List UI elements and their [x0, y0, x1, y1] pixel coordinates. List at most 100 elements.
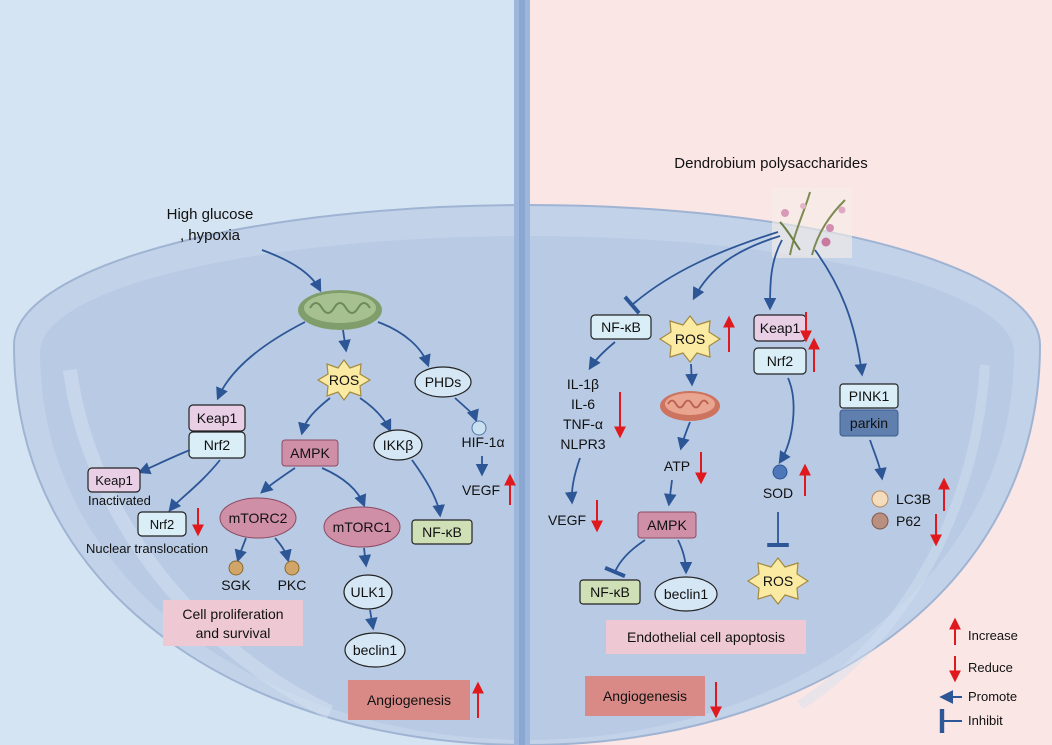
angiogenesis-left-label: Angiogenesis	[367, 692, 451, 708]
nfkb-green-label: NF-κB	[590, 584, 630, 600]
nlpr3-label: NLPR3	[560, 436, 605, 452]
ampk-label: AMPK	[290, 445, 330, 461]
pkc-label: PKC	[278, 577, 307, 593]
nfkb-right-box	[590, 314, 652, 340]
arrow-mito-atp	[677, 421, 691, 451]
vegf-label: VEGF	[462, 482, 500, 498]
ikkb-label: IKKβ	[383, 437, 414, 453]
arrow-nrf2-keap1-inactive	[137, 449, 191, 475]
beclin1-right-node	[654, 576, 718, 612]
cell-proliferation-label: Cell proliferation	[182, 606, 283, 622]
inhibit-plant-nfkb	[623, 231, 779, 315]
mitochondrion-red-icon	[660, 391, 720, 421]
legend-promote-label: Promote	[968, 689, 1017, 704]
parkin-box	[839, 409, 899, 437]
keap1-label: Keap1	[197, 410, 238, 426]
cell-proliferation-label-line2: and survival	[196, 625, 271, 641]
ulk1-label: ULK1	[350, 584, 385, 600]
left-panel: High glucose , hypoxia Keap1 Nrf2 Keap1 …	[86, 206, 516, 720]
hif-dot	[471, 420, 487, 436]
arrow-ampk-mtorc1	[321, 467, 367, 508]
cell-proliferation-box	[163, 600, 303, 646]
nrf2-box	[188, 431, 246, 459]
legend: Increase Reduce Promote Inhibit	[939, 617, 1018, 733]
ros-star-icon	[316, 359, 372, 401]
keap1-inactive-label: Keap1	[95, 473, 133, 488]
inactivated-label: Inactivated	[88, 493, 151, 508]
nfkb-right-label: NF-κB	[601, 319, 641, 335]
right-panel: Dendrobium polysaccharides NF-κB IL-1β I…	[548, 155, 950, 719]
ikkb-node	[373, 429, 423, 461]
p62-label: P62	[896, 513, 921, 529]
endothelial-apoptosis-box	[606, 620, 806, 654]
mtorc1-node	[323, 506, 401, 548]
ros-inhibited-star-icon	[746, 557, 810, 605]
arrow-nrf2-nuclear	[168, 459, 221, 512]
p62-dot	[871, 512, 889, 530]
arrow-plant-ros	[692, 235, 781, 301]
nrf2-right-label: Nrf2	[767, 353, 794, 369]
nfkb-label: NF-κB	[422, 524, 462, 540]
arrow-ampk-mtorc2	[260, 467, 296, 494]
nrf2-right-box	[753, 347, 807, 375]
arrow-mtorc2-sgk	[234, 537, 247, 563]
nrf2-nuclear-label: Nrf2	[150, 517, 175, 532]
arrow-atp-ampk	[663, 479, 677, 507]
keap1-box	[188, 404, 246, 432]
arrow-nfkb-cytokines	[588, 341, 616, 371]
cell-shine-right	[797, 364, 990, 710]
right-title: Dendrobium polysaccharides	[674, 155, 867, 172]
arrow-nrf2-sod	[778, 377, 795, 465]
il6-label: IL-6	[571, 396, 595, 412]
beclin1-node	[344, 632, 406, 668]
stimulus-label: High glucose	[167, 206, 254, 223]
beclin1-label: beclin1	[353, 642, 398, 658]
arrow-plant-pink1	[814, 249, 867, 377]
nrf2-nuclear-box	[137, 511, 187, 537]
legend-reduce-label: Reduce	[968, 660, 1013, 675]
dendrobium-plant-icon	[772, 188, 852, 258]
arrow-mito-ros	[338, 329, 351, 353]
phds-node	[414, 366, 472, 398]
mtorc2-label: mTORC2	[229, 510, 288, 526]
parkin-label: parkin	[850, 415, 888, 431]
ulk1-node	[343, 574, 393, 610]
arrow-ros-ampk	[298, 397, 331, 436]
legend-increase-label: Increase	[968, 628, 1018, 643]
cell-shine	[63, 369, 334, 719]
stimulus-label-line2: , hypoxia	[180, 227, 241, 244]
arrow-ros-ikkb	[359, 397, 392, 433]
endothelial-apoptosis-label: Endothelial cell apoptosis	[627, 629, 785, 645]
mitochondrion-icon	[298, 290, 382, 330]
keap1-inactive-box	[87, 467, 141, 493]
arrow-parkin-lc3b	[869, 439, 887, 481]
keap1-right-label: Keap1	[760, 320, 801, 336]
ampk-right-box	[637, 511, 697, 539]
arrow-cytokines-vegf	[564, 457, 581, 505]
arrow-ulk1-beclin1	[365, 609, 378, 631]
ros-inhibited-label: ROS	[763, 573, 793, 589]
arrow-ampk-beclin1	[677, 539, 693, 575]
angiogenesis-right-label: Angiogenesis	[603, 688, 687, 704]
atp-label: ATP	[664, 458, 690, 474]
sgk-label: SGK	[221, 577, 251, 593]
inhibit-ampk-nfkb	[604, 539, 646, 578]
ros-right-star-icon	[658, 315, 722, 363]
hif1a-label: HIF-1α	[461, 434, 504, 450]
vegf-right-label: VEGF	[548, 512, 586, 528]
angiogenesis-right-box	[585, 676, 705, 716]
ros-right-label: ROS	[675, 331, 705, 347]
mtorc2-node	[219, 497, 297, 539]
nuclear-translocation-label: Nuclear translocation	[86, 541, 208, 556]
mtorc1-label: mTORC1	[333, 519, 392, 535]
pink1-label: PINK1	[849, 388, 890, 404]
nfkb-green-box	[579, 579, 641, 605]
sod-label: SOD	[763, 485, 793, 501]
ros-label: ROS	[329, 372, 359, 388]
tnfa-label: TNF-α	[563, 416, 603, 432]
pkc-node	[284, 560, 300, 576]
legend-inhibit-label: Inhibit	[968, 713, 1003, 728]
arrow-mito-keap1	[216, 321, 306, 401]
